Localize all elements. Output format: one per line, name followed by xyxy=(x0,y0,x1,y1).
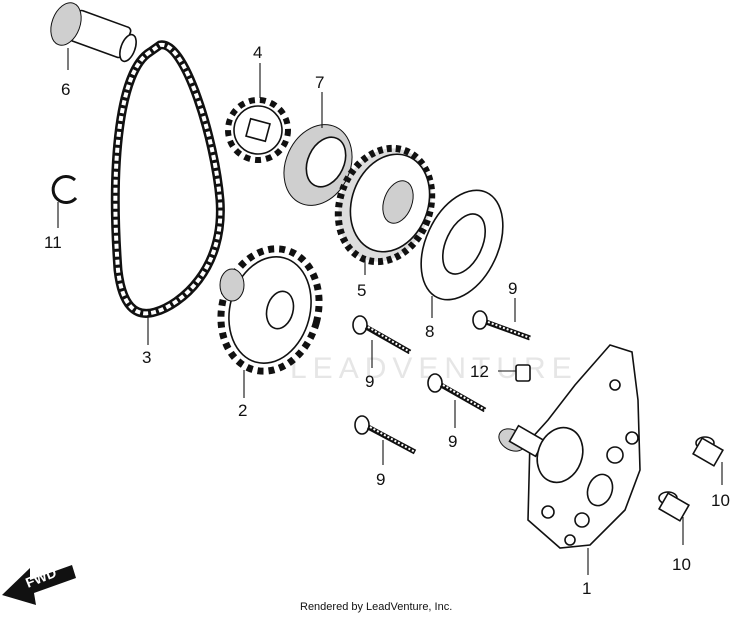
callout-3: 3 xyxy=(142,348,151,367)
part-2-sprocket xyxy=(217,245,323,375)
part-10-pin-lower xyxy=(658,491,690,522)
callout-11: 11 xyxy=(44,233,62,252)
callout-12: 12 xyxy=(470,362,489,381)
callout-7: 7 xyxy=(315,73,324,92)
callout-9-middle: 9 xyxy=(448,432,457,451)
callout-9-upper-right: 9 xyxy=(508,279,517,298)
part-10-pin-upper xyxy=(692,436,724,467)
part-7-collar xyxy=(283,124,353,206)
callout-9-lower: 9 xyxy=(376,470,385,489)
callout-10-upper: 10 xyxy=(711,491,730,510)
callout-10-lower: 10 xyxy=(672,555,691,574)
fwd-arrow: FWD xyxy=(2,564,76,605)
callout-5: 5 xyxy=(357,281,366,300)
part-11-clip xyxy=(51,175,78,205)
callout-2: 2 xyxy=(238,401,247,420)
credit-text: Rendered by LeadVenture, Inc. xyxy=(300,601,452,613)
bolt-9-lower xyxy=(354,415,417,455)
part-8-washer xyxy=(420,189,504,301)
part-3-chain xyxy=(110,40,225,318)
bolt-9-center xyxy=(352,315,412,355)
part-4-small-sprocket xyxy=(225,97,291,163)
part-12-dowel xyxy=(515,364,531,382)
callout-4: 4 xyxy=(253,43,262,62)
callout-8: 8 xyxy=(425,322,434,341)
part-6-shaft xyxy=(50,2,137,63)
part-1-oil-pump xyxy=(498,344,641,549)
callout-9-center: 9 xyxy=(365,372,374,391)
callout-6: 6 xyxy=(61,80,70,99)
bolt-9-middle xyxy=(427,373,487,413)
bolt-9-upper-right xyxy=(472,310,531,341)
callout-1: 1 xyxy=(582,579,591,598)
